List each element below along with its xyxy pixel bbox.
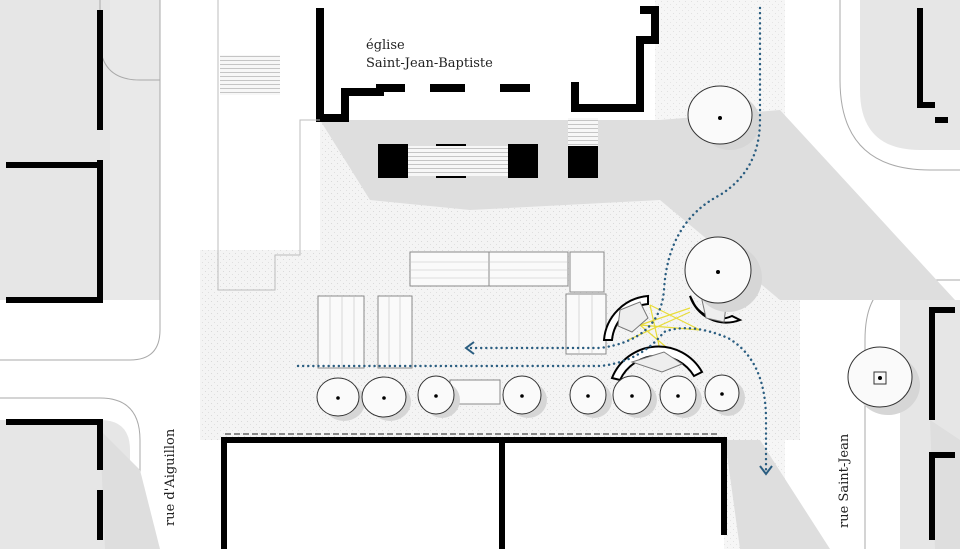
- deck-3: [565, 293, 607, 355]
- block-right-top: [860, 0, 960, 150]
- tree-row: [316, 374, 745, 421]
- tree-trunk: [336, 396, 340, 400]
- left-block-shadow: [100, 430, 160, 549]
- left-wall-bottom: [6, 419, 103, 540]
- bottom-building-wall: [221, 437, 727, 549]
- furniture: [317, 251, 607, 405]
- stone-left: [617, 301, 649, 333]
- tree-trunk: [720, 392, 724, 396]
- tree-trunk: [630, 394, 634, 398]
- trees: [316, 85, 920, 421]
- tree-pit: [873, 371, 887, 385]
- church-label-line2: Saint-Jean-Baptiste: [366, 56, 493, 71]
- path-west-street: [296, 327, 768, 472]
- left-stair: [220, 55, 280, 95]
- tree-top-right: [687, 85, 760, 150]
- church-interior: [320, 0, 640, 100]
- church-label-line1: église: [366, 38, 405, 53]
- annex-outline: [217, 0, 320, 291]
- stone-bottom: [630, 351, 684, 373]
- left-wall-top: [6, 10, 103, 303]
- church-steps: [408, 146, 508, 176]
- arrow-west: [464, 341, 475, 355]
- church: église Saint-Jean-Baptiste: [217, 0, 659, 291]
- pillar-3: [508, 144, 538, 178]
- street-label-left: rue d'Aiguillon: [163, 428, 178, 526]
- block-left-top-pale: [110, 0, 160, 300]
- pillar-1: [378, 144, 408, 178]
- building-shadow-bottom: [725, 440, 830, 549]
- tree-trunk: [586, 394, 590, 398]
- deck-2: [377, 295, 413, 369]
- right-wall-bottom: [929, 307, 955, 540]
- curb-left-bottom: [0, 397, 141, 549]
- church-dash-2: [505, 84, 530, 92]
- ray: [639, 307, 691, 326]
- seating-arcs: [602, 294, 743, 382]
- tree-trunk: [716, 270, 720, 274]
- church-dash-1: [430, 84, 460, 92]
- tree-trunk: [878, 376, 882, 380]
- right-buildings: [917, 8, 955, 540]
- bottom-building: [221, 433, 727, 549]
- path-north-to-west: [468, 6, 762, 350]
- arrow-south: [759, 465, 773, 476]
- tree-right-street: [847, 346, 920, 415]
- street-label-right: rue Saint-Jean: [837, 433, 852, 528]
- tree-trunk: [676, 394, 680, 398]
- side-steps: [568, 118, 598, 146]
- deck-1: [317, 295, 365, 369]
- path-arrows: [464, 341, 773, 476]
- bottom-building-interior: [224, 440, 724, 549]
- tree-trunk: [718, 116, 722, 120]
- ray: [649, 304, 701, 331]
- tree-trunk: [382, 396, 386, 400]
- tree-trunk: [520, 394, 524, 398]
- tree-trunk: [434, 394, 438, 398]
- arc-seat-right: [689, 295, 743, 324]
- ray: [627, 311, 691, 341]
- pillar-4: [568, 144, 598, 178]
- left-buildings: [6, 10, 103, 540]
- bench-right-top: [569, 251, 605, 293]
- tree-canopy: [687, 85, 753, 145]
- deck-planks: [329, 261, 593, 368]
- circulation-paths: [296, 6, 768, 472]
- block-left-top: [0, 0, 110, 300]
- right-wall-top: [917, 8, 948, 123]
- tree-large: [684, 236, 762, 312]
